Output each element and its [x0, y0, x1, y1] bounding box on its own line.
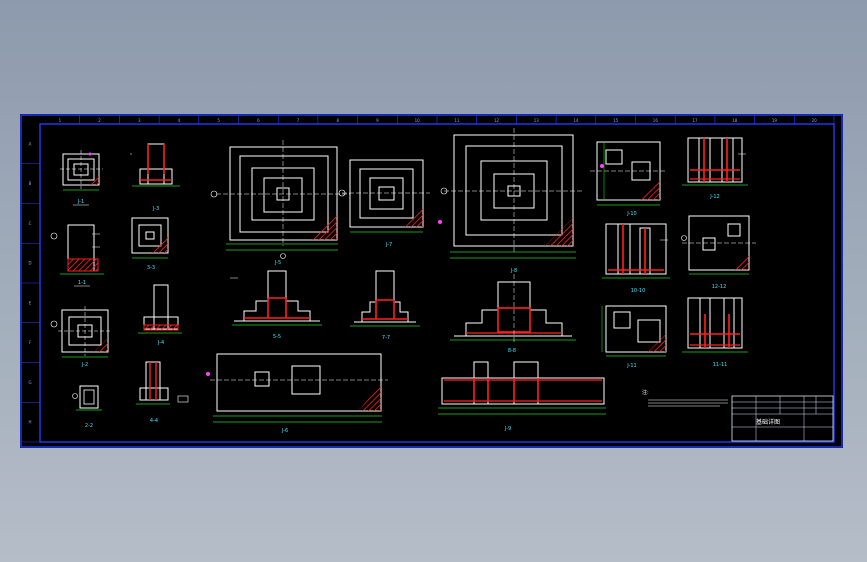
- footing-plan-j8[interactable]: [438, 128, 582, 259]
- drawing-inner-frame: [39, 123, 835, 443]
- grid-side-letters: A B C D E F G H: [21, 141, 40, 443]
- footing-section-j9[interactable]: [438, 361, 606, 415]
- footing-label-j7: J-7: [385, 242, 392, 248]
- title-block-drawing-title: 基础详图: [756, 418, 780, 426]
- footing-plan-j5[interactable]: [210, 140, 350, 259]
- grid-number-15: 15: [613, 118, 619, 123]
- section-label-11-11: 11-11: [713, 362, 728, 368]
- footing-section-j4[interactable]: [138, 284, 182, 334]
- footing-section-4-4[interactable]: [136, 361, 189, 405]
- notes-heading: 注:: [642, 389, 649, 396]
- footing-section-11-11[interactable]: [682, 297, 748, 353]
- title-block[interactable]: 基础详图: [731, 395, 834, 442]
- footing-plan-12-12[interactable]: [681, 215, 757, 275]
- grid-number-4: 4: [178, 118, 181, 123]
- section-label-3-3: 3-3: [147, 265, 155, 271]
- footing-plan-j7[interactable]: [338, 159, 430, 233]
- footing-section-7-7[interactable]: [350, 270, 420, 327]
- footing-label-j10: J-10: [626, 211, 636, 217]
- grid-number-7: 7: [297, 118, 300, 123]
- grid-number-19: 19: [772, 118, 778, 123]
- grid-number-12: 12: [494, 118, 500, 123]
- section-label-8-8: 8-8: [508, 348, 516, 354]
- grid-number-18: 18: [732, 118, 738, 123]
- section-label-4-4: 4-4: [150, 418, 158, 424]
- footing-plan-j6[interactable]: [206, 353, 388, 423]
- section-label-10-10: 10-10: [631, 288, 646, 294]
- grid-number-3: 3: [138, 118, 141, 123]
- footing-plan-3-3[interactable]: [131, 217, 169, 259]
- grid-letter-D: D: [28, 261, 31, 266]
- footing-label-j2: J-2: [81, 362, 88, 368]
- drawing-outer-frame: [20, 114, 843, 448]
- grid-letter-E: E: [29, 300, 32, 305]
- footing-plan-j11[interactable]: [601, 305, 667, 357]
- footing-section-10-10[interactable]: [602, 223, 670, 279]
- footing-label-j9: J-9: [504, 426, 511, 432]
- grid-letter-G: G: [28, 380, 31, 385]
- grid-letter-A: A: [29, 141, 32, 146]
- footing-label-j1: J-1: [77, 199, 84, 205]
- section-label-1-1: 1-1: [78, 280, 86, 286]
- footing-label-j6: J-6: [281, 428, 288, 434]
- footing-section-j3[interactable]: [130, 143, 180, 187]
- section-label-12-12: 12-12: [712, 284, 727, 290]
- grid-number-20: 20: [812, 118, 818, 123]
- grid-number-13: 13: [534, 118, 540, 123]
- grid-number-17: 17: [693, 118, 699, 123]
- footing-plan-j1[interactable]: [60, 150, 103, 191]
- footing-plan-j10[interactable]: [590, 141, 666, 206]
- grid-number-6: 6: [257, 118, 260, 123]
- section-label-2-2: 2-2: [85, 423, 93, 429]
- grid-number-5: 5: [217, 118, 220, 123]
- footing-label-j3: J-3: [152, 206, 159, 212]
- footing-label-j5: J-5: [274, 260, 281, 266]
- grid-letter-B: B: [29, 181, 32, 186]
- grid-number-9: 9: [376, 118, 379, 123]
- footing-plan-j2[interactable]: [50, 306, 112, 358]
- footing-section-5-5[interactable]: [230, 270, 322, 326]
- section-label-5-5: 5-5: [273, 334, 281, 340]
- footing-label-j12: J-12: [709, 194, 719, 200]
- footing-section-2-2[interactable]: [72, 385, 103, 411]
- footing-section-1-1[interactable]: [50, 224, 104, 275]
- footing-label-j4: J-4: [157, 340, 164, 346]
- grid-letter-H: H: [28, 420, 31, 425]
- grid-number-2: 2: [98, 118, 101, 123]
- grid-number-16: 16: [653, 118, 659, 123]
- grid-number-1: 1: [59, 118, 62, 123]
- grid-letter-C: C: [29, 221, 32, 226]
- grid-letter-F: F: [29, 340, 32, 345]
- footing-section-j12[interactable]: [682, 137, 748, 186]
- footing-label-j8: J-8: [510, 268, 517, 274]
- grid-number-14: 14: [573, 118, 579, 123]
- grid-number-8: 8: [336, 118, 339, 123]
- footing-section-8-8[interactable]: [450, 274, 576, 344]
- general-notes: 注:: [642, 389, 728, 407]
- grid-number-11: 11: [454, 118, 460, 123]
- footing-label-j11: J-11: [626, 363, 636, 369]
- grid-number-10: 10: [415, 118, 421, 123]
- section-label-7-7: 7-7: [382, 335, 390, 341]
